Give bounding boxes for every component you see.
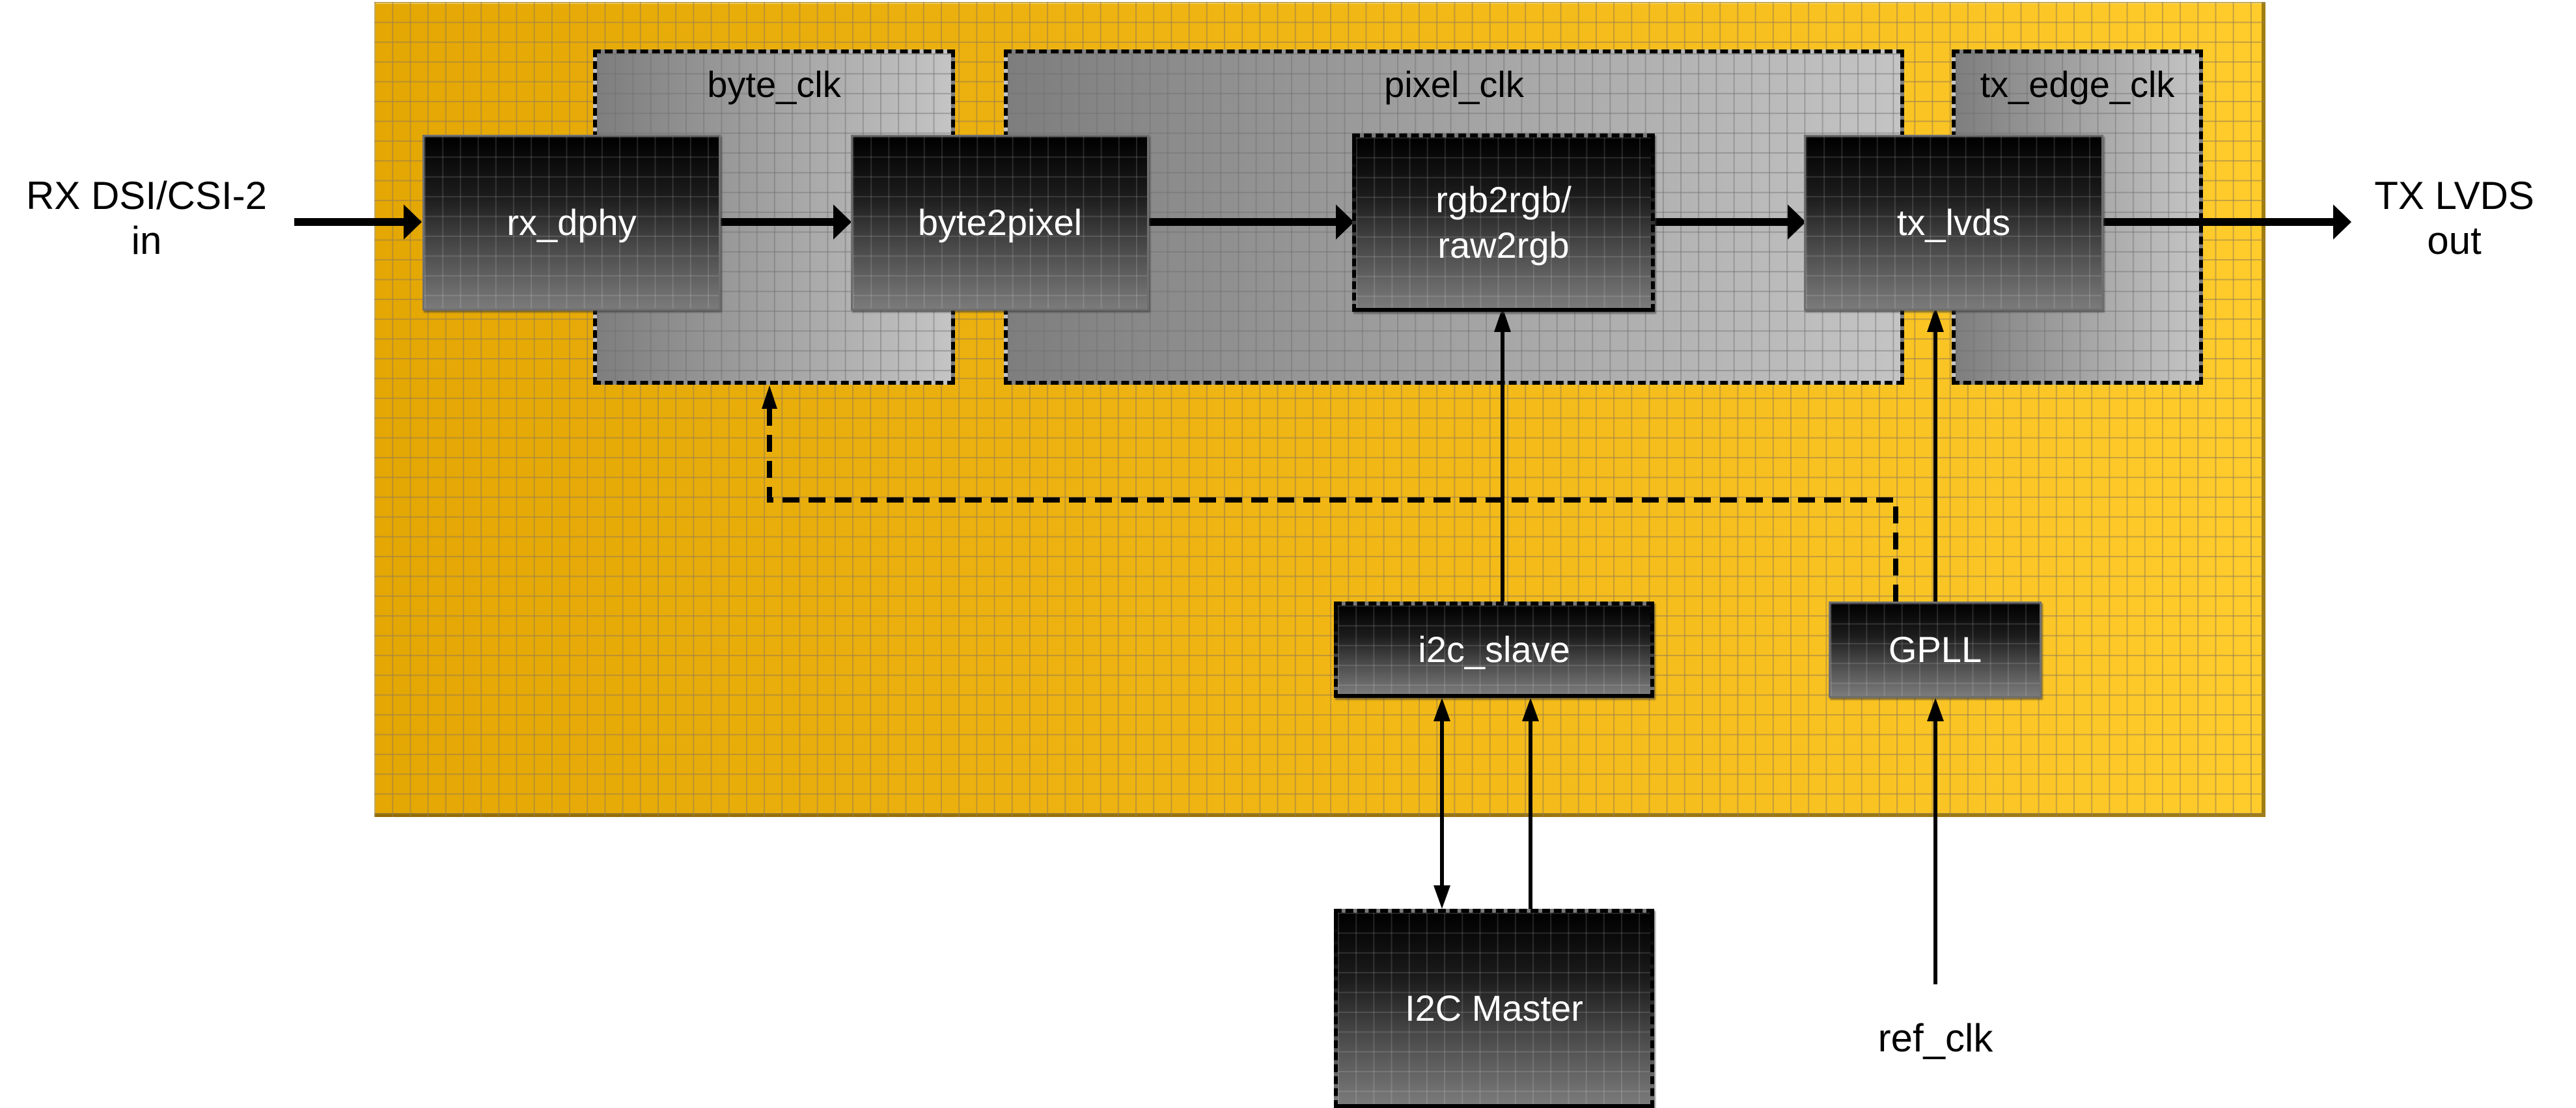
arrowhead	[833, 204, 852, 240]
block-gpll[interactable]: GPLL	[1829, 602, 2042, 698]
block-i2c-master[interactable]: I2C Master	[1334, 909, 1654, 1108]
block-label: GPLL	[1888, 629, 1982, 670]
output-label-line1: TX LVDS	[2374, 174, 2534, 217]
block-label: rx_dphy	[506, 202, 637, 243]
clock-domain-label: byte_clk	[707, 64, 841, 105]
input-label-line1: RX DSI/CSI-2	[25, 174, 268, 217]
block-rx-dphy[interactable]: rx_dphy	[422, 135, 721, 311]
input-label-line2: in	[131, 219, 162, 262]
arrowhead	[762, 385, 777, 409]
block-i2c-slave[interactable]: i2c_slave	[1334, 602, 1654, 698]
clock-domain-label: pixel_clk	[1384, 64, 1524, 105]
block-rgb2rgb-raw2rgb[interactable]: rgb2rgb/ raw2rgb	[1352, 133, 1655, 312]
wire-gpll-to-byte-clk-dashed	[767, 404, 1898, 602]
arrowhead	[2333, 204, 2351, 240]
ref-clk-label-text: ref_clk	[1877, 1016, 1993, 1060]
ref-clk-label: ref_clk	[1838, 1016, 2033, 1060]
arrowhead	[1336, 204, 1354, 240]
arrowhead	[1494, 307, 1511, 332]
arrowhead	[404, 204, 422, 240]
arrowhead	[1433, 885, 1450, 909]
block-label: byte2pixel	[917, 202, 1083, 243]
input-label: RX DSI/CSI-2 in	[0, 173, 293, 263]
clock-domain-label: tx_edge_clk	[1980, 64, 2175, 105]
output-label: TX LVDS out	[2350, 173, 2558, 263]
block-tx-lvds[interactable]: tx_lvds	[1804, 135, 2103, 311]
arrowhead	[1433, 698, 1450, 721]
output-label-line2: out	[2427, 219, 2482, 262]
block-label-line2: raw2rgb	[1437, 225, 1570, 266]
block-label: tx_lvds	[1896, 202, 2011, 243]
block-label: i2c_slave	[1418, 629, 1570, 670]
block-byte2pixel[interactable]: byte2pixel	[851, 135, 1149, 311]
clock-domain-pixel-clk: pixel_clk	[1004, 49, 1904, 385]
block-label-line1: rgb2rgb/	[1435, 179, 1572, 220]
block-label: rgb2rgb/ raw2rgb	[1435, 177, 1572, 268]
arrowhead	[1927, 307, 1944, 332]
block-label: I2C Master	[1405, 988, 1583, 1029]
arrowhead	[1788, 204, 1806, 240]
arrowhead	[1927, 698, 1944, 721]
arrowhead	[1522, 698, 1539, 721]
